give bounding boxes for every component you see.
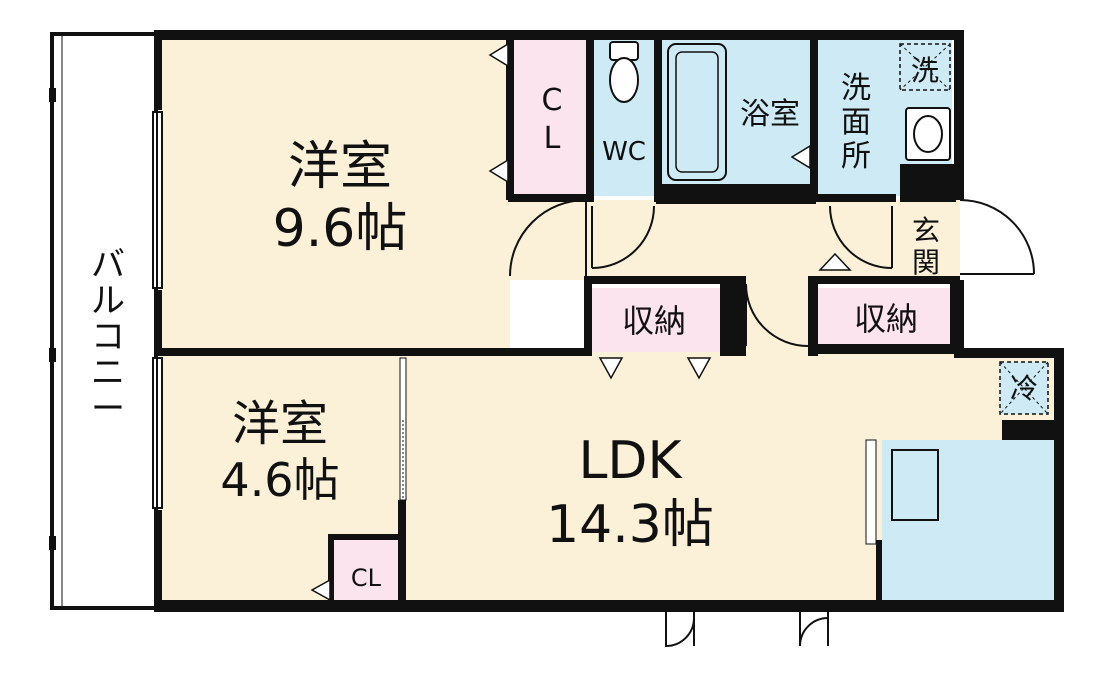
- storage-left-label: 収納: [622, 302, 686, 340]
- kitchen-counter-edge: [865, 439, 877, 545]
- room-western-small-name: 洋室: [232, 396, 328, 452]
- walls: [154, 30, 1064, 612]
- windows: [152, 111, 163, 509]
- balcony-label-4: ニ: [91, 353, 125, 393]
- balcony-label-2: ル: [91, 281, 125, 321]
- room-western-large: [158, 36, 510, 352]
- kitchen-sink: [891, 449, 939, 521]
- doors: [509, 199, 1035, 648]
- washroom-label-2: 面: [841, 105, 871, 140]
- storage-right-area: [818, 288, 954, 344]
- washroom-label-3: 所: [841, 139, 871, 174]
- room-ldk-size: 14.3帖: [546, 495, 714, 555]
- room-western-large-name: 洋室: [288, 137, 392, 197]
- wc-label: WC: [602, 137, 646, 167]
- balcony-label-5: ー: [91, 389, 125, 429]
- closet-small-area: [334, 540, 398, 604]
- entrance-label-1: 玄: [912, 214, 940, 247]
- closet-large: [512, 38, 586, 196]
- room-western-small-size: 4.6帖: [220, 453, 339, 507]
- washbasin-icon: [905, 107, 951, 161]
- closet-small-label: CL: [351, 564, 382, 592]
- balcony-label-1: バ: [91, 245, 125, 285]
- fridge-symbol: 冷: [1010, 372, 1038, 405]
- closet-large-label-2: L: [544, 121, 561, 156]
- washer-symbol: 洗: [911, 54, 939, 87]
- ldk-upper: [742, 280, 812, 352]
- toilet-icon: [609, 41, 639, 103]
- bath-label: 浴室: [740, 97, 800, 132]
- bathtub: [667, 43, 727, 181]
- closet-large-label-1: C: [542, 83, 563, 118]
- washroom-label-1: 洗: [841, 71, 871, 106]
- balcony: [50, 32, 158, 610]
- storage-right-label: 収納: [854, 300, 918, 338]
- fridge-space: [999, 361, 1049, 415]
- room-western-large-size: 9.6帖: [273, 199, 408, 259]
- balcony-label-3: コ: [91, 317, 125, 357]
- storage-left-area: [592, 288, 720, 352]
- arrows: [310, 42, 852, 602]
- room-ldk-name: LDK: [578, 431, 683, 491]
- entrance-label-2: 関: [912, 246, 940, 279]
